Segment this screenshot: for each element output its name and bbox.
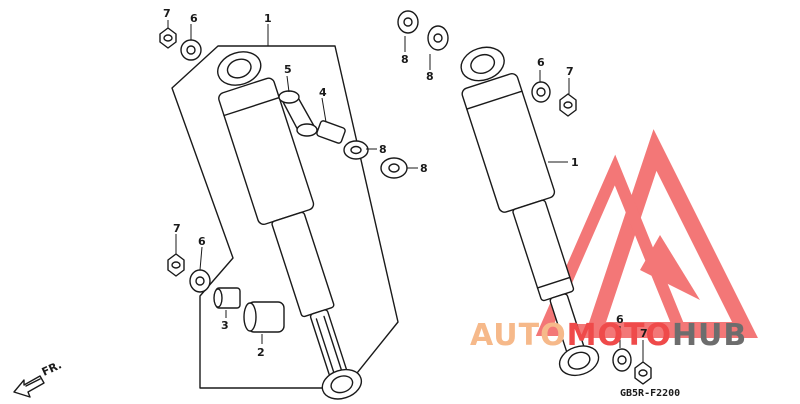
callout-2-left: 2: [257, 346, 265, 359]
callout-4-left: 4: [319, 86, 327, 99]
bushing-part-2: [243, 301, 285, 333]
washer-part-8-right-a: [397, 10, 419, 34]
direction-label: FR.: [40, 358, 64, 378]
nut-part-7-top: [159, 27, 177, 49]
callout-8-left-a: 8: [379, 143, 387, 156]
washer-part-8-a: [343, 140, 369, 160]
callout-5-left: 5: [284, 63, 292, 76]
callout-6-left-top: 6: [190, 12, 198, 25]
watermark-auto: AUTO: [470, 318, 567, 353]
callout-6-right-top: 6: [537, 56, 545, 69]
callout-8-right-a: 8: [401, 53, 409, 66]
callout-7-right-top: 7: [566, 65, 574, 78]
callout-6-right-bottom: 6: [616, 313, 624, 326]
watermark-logo-icon: [535, 129, 758, 338]
callout-7-right-bottom: 7: [640, 327, 648, 340]
washer-part-8-right-b: [427, 25, 449, 51]
callout-3-left: 3: [221, 319, 229, 332]
callout-8-left-b: 8: [420, 162, 428, 175]
collar-part-4: [316, 120, 346, 144]
callout-1-right: 1: [571, 156, 579, 169]
assembly-bracket-left: [171, 45, 399, 389]
front-direction-arrow-icon: [13, 375, 45, 398]
watermark-text: AUTOMOTOHUB: [470, 318, 747, 354]
washer-part-6-right-top: [531, 81, 551, 103]
washer-part-6-top: [180, 39, 202, 61]
washer-part-6-lower: [189, 269, 211, 293]
washer-part-6-right-bottom: [612, 348, 632, 372]
washer-part-8-b: [380, 157, 408, 179]
callout-1-left: 1: [264, 12, 272, 25]
nut-part-7-lower: [167, 253, 185, 277]
nut-part-7-right-bottom: [634, 361, 652, 385]
callout-8-right-b: 8: [426, 70, 434, 83]
diagram-code: GB5R-F2200: [620, 388, 680, 399]
shock-absorber-left: [217, 51, 363, 400]
callout-7-left-lower: 7: [173, 222, 181, 235]
callout-6-left-lower: 6: [198, 235, 206, 248]
collar-part-3: [213, 287, 241, 309]
callout-7-left-top: 7: [163, 7, 171, 20]
nut-part-7-right-top: [559, 93, 577, 117]
watermark-moto: MOTO: [566, 318, 672, 353]
watermark-hub: HUB: [671, 318, 748, 353]
shock-absorber-right: [460, 46, 600, 377]
